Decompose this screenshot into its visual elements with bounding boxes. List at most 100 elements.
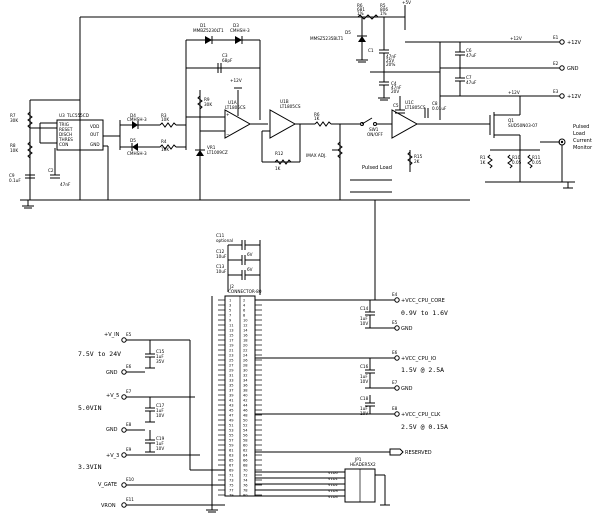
svg-text:20V: 20V (391, 89, 399, 94)
connector-pin-number: 75 (229, 484, 234, 488)
connector-pin-number: 56 (243, 434, 248, 438)
svg-text:VRON: VRON (101, 503, 116, 509)
connector-pin-number: 33 (229, 379, 234, 383)
top-rail-label: +5V (402, 0, 411, 5)
connector-pin-number: 52 (243, 424, 248, 428)
left-caps: C15 1uF 35V C17 1uF 10V C19 1uF 10V (126, 340, 165, 453)
svg-text:+12V: +12V (567, 94, 582, 100)
svg-text:Pulsed Load: Pulsed Load (362, 165, 392, 171)
svg-text:1%: 1% (380, 11, 387, 16)
svg-text:10uF: 10uF (216, 254, 227, 259)
svg-text:−: − (226, 132, 230, 137)
connector-pin-number: 14 (243, 329, 248, 333)
svg-text:10V: 10V (360, 321, 368, 326)
svg-text:10K: 10K (10, 148, 18, 153)
svg-text:E4: E4 (392, 292, 398, 297)
svg-text:806: 806 (380, 7, 388, 12)
connector-pin-number: 57 (229, 439, 234, 443)
svg-text:ON/OFF: ON/OFF (367, 132, 384, 137)
svg-text:R12: R12 (275, 151, 284, 156)
svg-text:OUT: OUT (90, 132, 99, 137)
svg-text:SUD50N03-07: SUD50N03-07 (508, 123, 538, 128)
svg-text:GND: GND (90, 142, 100, 147)
svg-text:LT1805CS: LT1805CS (280, 104, 301, 109)
connector-pin-number: 74 (243, 479, 248, 483)
svg-text:U3: U3 (59, 113, 65, 118)
connector-pin-number: 40 (243, 394, 248, 398)
svg-text:CMHSH-3: CMHSH-3 (230, 28, 250, 33)
mid-caps: C1 47nF 25V 20% C4 47nF 20V C5 (368, 17, 441, 120)
connector-pin-number: 80 (243, 494, 248, 498)
connector-pin-number: 72 (243, 474, 248, 478)
svg-text:R7: R7 (10, 113, 16, 118)
output-terminals: E4 +VCC_CPU_CORE 0.9V to 1.6V E5 GND E6 … (255, 200, 448, 431)
svg-text:C2: C2 (48, 168, 54, 173)
connector-pin-number: 70 (243, 469, 248, 473)
top-supply-rail: +5V R6 681 1% R5 806 1% (79, 0, 411, 200)
svg-text:0.01uF: 0.01uF (432, 106, 447, 111)
svg-text:D4: D4 (130, 113, 136, 118)
connector-pin-number: 78 (243, 489, 248, 493)
svg-text:R11: R11 (532, 155, 541, 160)
right-terminals: E1 +12V E2 GND E3 +12V (553, 35, 582, 100)
svg-text:Pulsed: Pulsed (573, 124, 589, 130)
connector-pin-number: 44 (243, 404, 248, 408)
svg-text:1uF: 1uF (360, 406, 368, 411)
connector-pin-number: 47 (229, 414, 234, 418)
svg-text:E9: E9 (126, 447, 132, 452)
connector-pin-number: 48 (243, 414, 248, 418)
opamp-u1c: U1C LT1805CS R15 2K C8 0.01uF (391, 100, 470, 172)
connector-pin-number: 4 (243, 304, 246, 308)
svg-text:MMBZ5230LT1: MMBZ5230LT1 (193, 28, 224, 33)
mosfet-q1: Q1 SUD50N03-07 R1 1K R10 0.05 R11 0.05 P… (470, 96, 593, 189)
svg-text:C17: C17 (156, 403, 165, 408)
connector-pin-number: 69 (229, 469, 234, 473)
connector-pin-number: 34 (243, 379, 248, 383)
svg-text:20%: 20% (386, 62, 395, 67)
svg-text:47uF: 47uF (466, 53, 477, 58)
connector-pin-number: 12 (243, 324, 248, 328)
svg-text:47uF: 47uF (466, 80, 477, 85)
connector-pin-number: 6 (243, 309, 246, 313)
timer-network: R7 30K R8 10K C9 0.1uF C2 47nF (9, 99, 470, 209)
reserved-net: RESERVED (255, 448, 432, 456)
svg-text:10K: 10K (161, 117, 169, 122)
svg-text:V1D0: V1D0 (328, 471, 339, 475)
svg-text:Monitor: Monitor (573, 145, 593, 151)
svg-text:Current: Current (573, 138, 592, 144)
svg-text:C7: C7 (466, 75, 472, 80)
timer-ic: U3 TLC555CD TRIG RESET DISCH THRES CON V… (56, 113, 104, 151)
svg-text:U1A: U1A (228, 100, 237, 105)
svg-text:C1: C1 (368, 48, 374, 53)
svg-text:E2: E2 (553, 61, 559, 66)
svg-text:J2: J2 (229, 284, 234, 289)
svg-text:10K: 10K (161, 147, 169, 152)
svg-text:D1: D1 (200, 23, 206, 28)
svg-text:C3: C3 (222, 53, 228, 58)
svg-text:C14: C14 (360, 306, 369, 311)
connector-pin-number: 51 (229, 424, 234, 428)
svg-text:3.3VIN: 3.3VIN (78, 463, 102, 471)
connector-pin-number: 31 (229, 374, 234, 378)
svg-text:SW1: SW1 (369, 127, 379, 132)
svg-text:0.05: 0.05 (532, 160, 542, 165)
svg-text:0.1uF: 0.1uF (9, 178, 21, 183)
svg-text:RESET: RESET (59, 127, 73, 132)
svg-text:25V: 25V (386, 58, 394, 63)
svg-text:+V_5: +V_5 (106, 393, 119, 399)
svg-text:+V_3: +V_3 (106, 453, 119, 459)
svg-text:R15: R15 (414, 154, 423, 159)
svg-text:C19: C19 (156, 436, 165, 441)
svg-text:VR1: VR1 (207, 145, 216, 150)
connector-pin-number: 45 (229, 409, 234, 413)
svg-text:LT1805CS: LT1805CS (225, 105, 246, 110)
svg-text:C9: C9 (9, 173, 15, 178)
connector-pin-number: 66 (243, 459, 248, 463)
svg-text:10V: 10V (360, 379, 368, 384)
svg-text:35V: 35V (156, 359, 164, 364)
svg-text:R8: R8 (10, 143, 16, 148)
svg-text:DISCH: DISCH (59, 132, 72, 137)
opamp-u1a: U1A LT1805CS + − +12V R9 30K VR1 LT1009C… (186, 78, 268, 200)
connector-pin-number: 10 (243, 319, 248, 323)
